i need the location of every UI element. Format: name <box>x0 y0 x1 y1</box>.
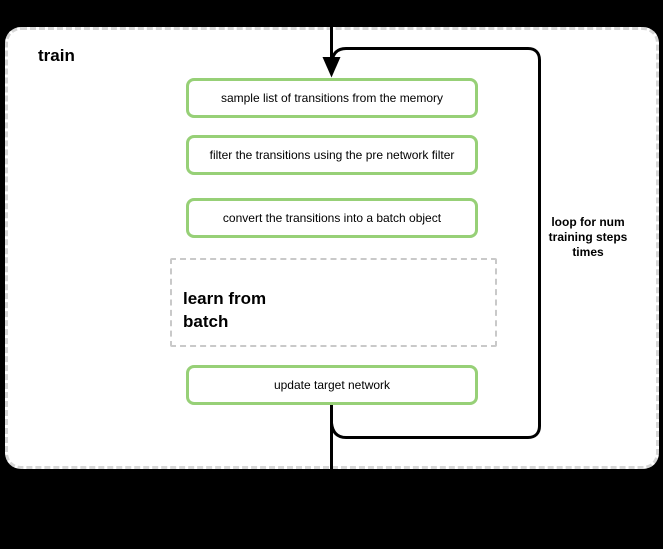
node-label: filter the transitions using the pre net… <box>209 148 455 162</box>
node-learn-from-batch: learn from batch <box>170 258 497 347</box>
loop-annotation: loop for num training steps times <box>548 215 628 259</box>
node-label: update target network <box>273 378 391 392</box>
node-sample-transitions: sample list of transitions from the memo… <box>186 78 478 118</box>
node-update-target-network: update target network <box>186 365 478 405</box>
container-title: train <box>38 46 75 65</box>
node-label: sample list of transitions from the memo… <box>220 91 444 105</box>
node-label: learn from batch <box>183 289 267 331</box>
node-filter-transitions: filter the transitions using the pre net… <box>186 135 478 175</box>
node-label: convert the transitions into a batch obj… <box>222 211 442 225</box>
node-convert-batch: convert the transitions into a batch obj… <box>186 198 478 238</box>
